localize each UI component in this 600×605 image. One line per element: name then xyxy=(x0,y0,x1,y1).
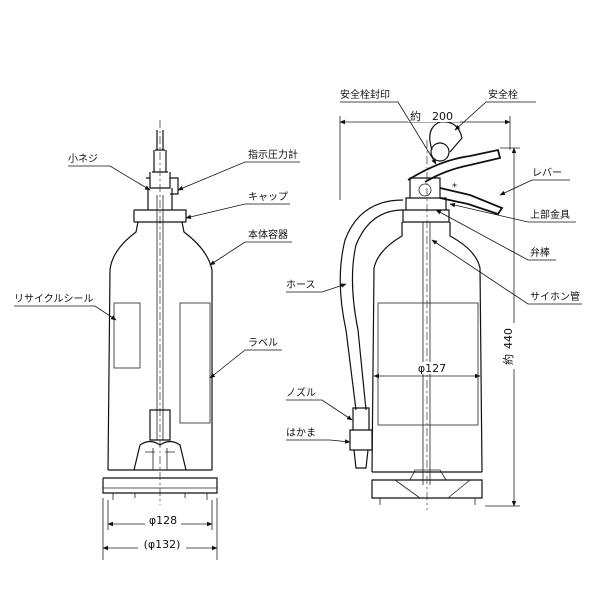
leader-cap xyxy=(185,203,290,220)
leader-valve-rod xyxy=(435,209,556,261)
left-recycle-seal-panel xyxy=(113,302,141,369)
label-cap: キャップ xyxy=(248,191,288,203)
left-valve-head xyxy=(146,172,179,210)
lever-mark: * xyxy=(452,182,457,193)
right-siphon-tube xyxy=(422,222,431,485)
label-siphon-tube: サイホン管 xyxy=(530,290,580,303)
right-safety-pin-ring xyxy=(430,142,450,162)
width-prefix-text: 約 xyxy=(410,109,421,123)
leader-upper-fitting xyxy=(449,202,576,223)
right-dim-200-bg xyxy=(408,110,460,122)
leader-safety-pin xyxy=(454,101,536,131)
right-view: φ127 * xyxy=(339,121,504,510)
right-safety-pin-loop xyxy=(429,121,463,153)
leader-nozzle xyxy=(286,399,353,421)
leader-recycle-seal xyxy=(14,305,117,321)
right-lever xyxy=(407,148,502,183)
right-valve-knob xyxy=(418,183,432,197)
right-labels: 安全栓封印 安全栓 レバー 上部金具 弁棒 ホース サイホン管 ノズル はかま xyxy=(286,88,582,444)
left-body-outline xyxy=(107,221,213,471)
height-value-text: 440 xyxy=(502,328,515,349)
leader-safety-pin-seal xyxy=(340,101,437,165)
leader-pressure-gauge xyxy=(177,161,300,191)
right-valve-head xyxy=(402,177,450,223)
label-upper-fitting: 上部金具 xyxy=(530,208,570,221)
left-label-panel xyxy=(179,302,211,424)
label-small-screw: 小ネジ xyxy=(68,153,98,165)
right-nozzle xyxy=(349,407,373,469)
right-label-panel xyxy=(377,302,479,426)
right-body-outline xyxy=(371,222,483,473)
label-lever: レバー xyxy=(532,167,562,179)
label-recycle-seal: リサイクルシール xyxy=(14,293,94,305)
leader-hakama xyxy=(286,439,351,444)
label-label: ラベル xyxy=(248,337,278,349)
leader-label xyxy=(209,349,282,379)
body-diameter-text: φ127 xyxy=(418,362,446,375)
right-hose-outer xyxy=(339,199,404,411)
left-valve-stem xyxy=(152,130,168,173)
left-dim-132-bg xyxy=(138,538,186,550)
leader-lever xyxy=(499,179,570,196)
right-body-diameter-bg xyxy=(412,362,452,374)
left-dimensions: φ128 (φ132) xyxy=(102,498,218,560)
label-valve-rod: 弁棒 xyxy=(530,246,550,259)
leader-siphon-tube xyxy=(431,239,582,305)
right-dimensions: 約 200 約 440 xyxy=(339,109,520,507)
right-base-detail xyxy=(379,469,476,505)
left-labels: 小ネジ 指示圧力計 キャップ 本体容器 リサイクルシール ラベル xyxy=(14,148,300,379)
width-value-text: 200 xyxy=(432,110,453,123)
label-nozzle: ノズル xyxy=(286,386,316,399)
label-hose: ホース xyxy=(286,279,316,291)
height-prefix-text: 約 xyxy=(501,354,515,365)
leader-main-container xyxy=(209,241,292,266)
left-dim-128-bg xyxy=(145,514,181,526)
right-hose-inner xyxy=(351,209,404,411)
label-hakama: はかま xyxy=(286,427,316,439)
label-safety-pin-seal: 安全栓封印 xyxy=(340,88,390,101)
left-nozzle-holder-inner xyxy=(145,448,175,470)
leader-hose xyxy=(286,283,347,293)
left-siphon-tube xyxy=(156,195,164,440)
right-lower-lever xyxy=(439,187,504,216)
label-main-container: 本体容器 xyxy=(248,228,288,241)
leader-small-screw xyxy=(68,165,151,191)
left-view xyxy=(102,120,218,505)
base-diameter-text: φ128 xyxy=(149,514,177,527)
base-diameter-outer-text: (φ132) xyxy=(144,538,181,551)
right-dim-440-bg xyxy=(502,323,515,369)
label-safety-pin: 安全栓 xyxy=(488,88,518,101)
label-pressure-gauge: 指示圧力計 xyxy=(248,148,298,161)
